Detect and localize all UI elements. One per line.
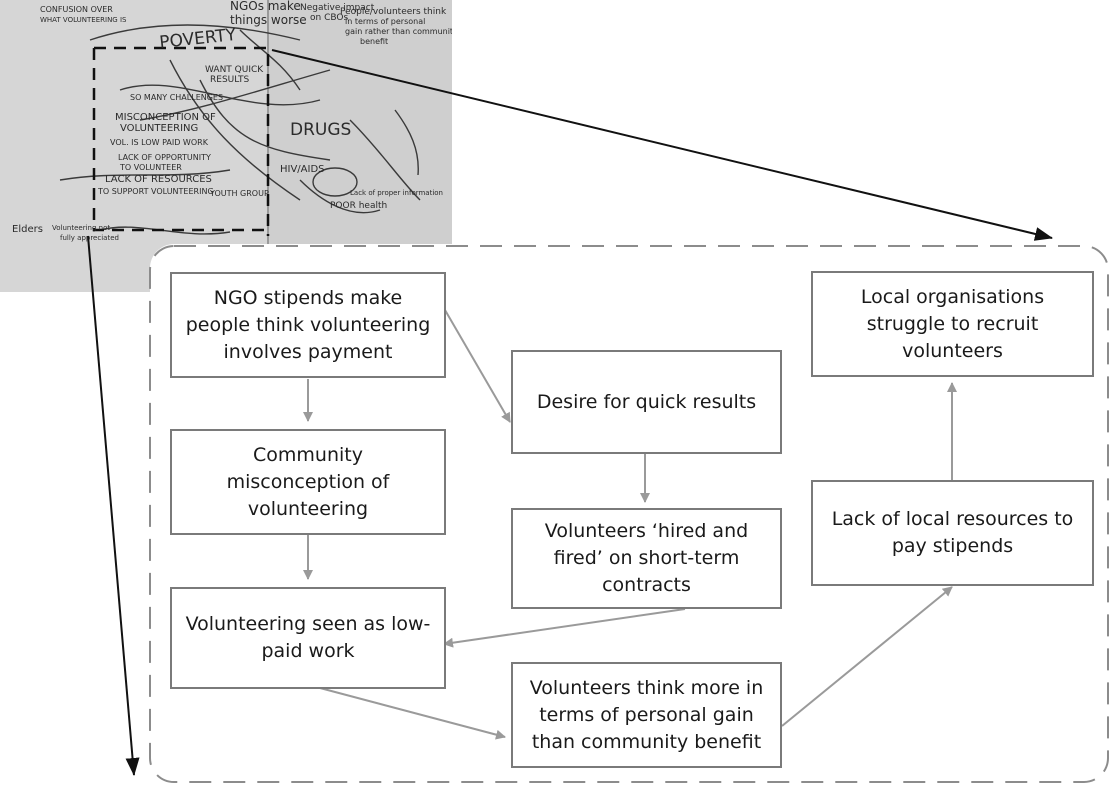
photo-scribble: VOLUNTEERING	[120, 123, 198, 134]
pointer-arrow-down	[87, 235, 140, 776]
arrow-hiredfired-to-lowpaid	[443, 608, 686, 648]
photo-scribble: POOR health	[330, 201, 387, 211]
photo-scribble: gain rather than community	[345, 27, 452, 36]
photo-scribble: SO MANY CHALLENGES	[130, 93, 223, 102]
photo-scribble: LACK OF OPPORTUNITY	[118, 153, 211, 162]
photo-scribble: TO SUPPORT VOLUNTEERING	[97, 187, 214, 196]
photo-scribble: WHAT VOLUNTEERING IS	[40, 16, 127, 24]
node-hired-fired: Volunteers ‘hired and fired’ on short-te…	[511, 508, 782, 609]
photo-scribble: CONFUSION OVER	[40, 5, 113, 14]
arrow-ngo-to-quickresults	[444, 309, 511, 423]
photo-scribble: things worse	[230, 13, 307, 27]
photo-scribble: TO VOLUNTEER	[119, 163, 182, 172]
photo-scribble: on CBOs	[310, 13, 348, 23]
arrow-lowpaid-to-personalgain	[319, 687, 506, 740]
problem-map-photo: CONFUSION OVER WHAT VOLUNTEERING IS NGOs m…	[0, 0, 452, 292]
photo-paper-right-sheet	[268, 0, 452, 292]
photo-scribble: Volunteering not	[52, 224, 110, 232]
photo-scribble: Elders	[12, 224, 43, 235]
zoom-frame	[149, 245, 1109, 783]
node-quick-results: Desire for quick results	[511, 350, 782, 454]
node-lack-resources: Lack of local resources to pay stipends	[811, 480, 1094, 586]
photo-scribble: NGOs make	[230, 0, 301, 13]
photo-scribble: DRUGS	[290, 120, 351, 140]
photo-scribble: benefit	[360, 37, 388, 46]
photo-scribble: fully appreciated	[60, 234, 119, 242]
photo-scribble: YOUTH GROUP	[209, 189, 269, 198]
photo-scribble: WANT QUICK	[205, 65, 264, 75]
pointer-arrow-right	[271, 49, 1053, 241]
node-struggle-recruit: Local organisations struggle to recruit …	[811, 271, 1094, 377]
photo-scribble: People/volunteers think	[340, 7, 447, 17]
photo-scribble: VOL. IS LOW PAID WORK	[110, 138, 209, 147]
node-community-misconception: Community misconception of volunteering	[170, 429, 446, 535]
photo-scribble: Negative impact	[300, 3, 375, 13]
photo-scribble: in terms of personal	[345, 17, 425, 26]
node-low-paid-work: Volunteering seen as low-paid work	[170, 587, 446, 689]
node-ngo-stipends: NGO stipends make people think volunteer…	[170, 272, 446, 378]
photo-doodle-lines	[59, 24, 421, 235]
photo-highlight-frame	[92, 46, 270, 236]
photo-scribble: LACK OF RESOURCES	[105, 174, 212, 185]
arrow-personalgain-to-lackresources	[781, 586, 953, 727]
photo-scribble: Lack of proper information	[350, 189, 443, 197]
photo-scribble: HIV/AIDS	[280, 164, 325, 175]
photo-scribble: MISCONCEPTION OF	[115, 112, 216, 123]
photo-scribble: RESULTS	[210, 75, 250, 85]
node-personal-gain: Volunteers think more in terms of person…	[511, 662, 782, 768]
